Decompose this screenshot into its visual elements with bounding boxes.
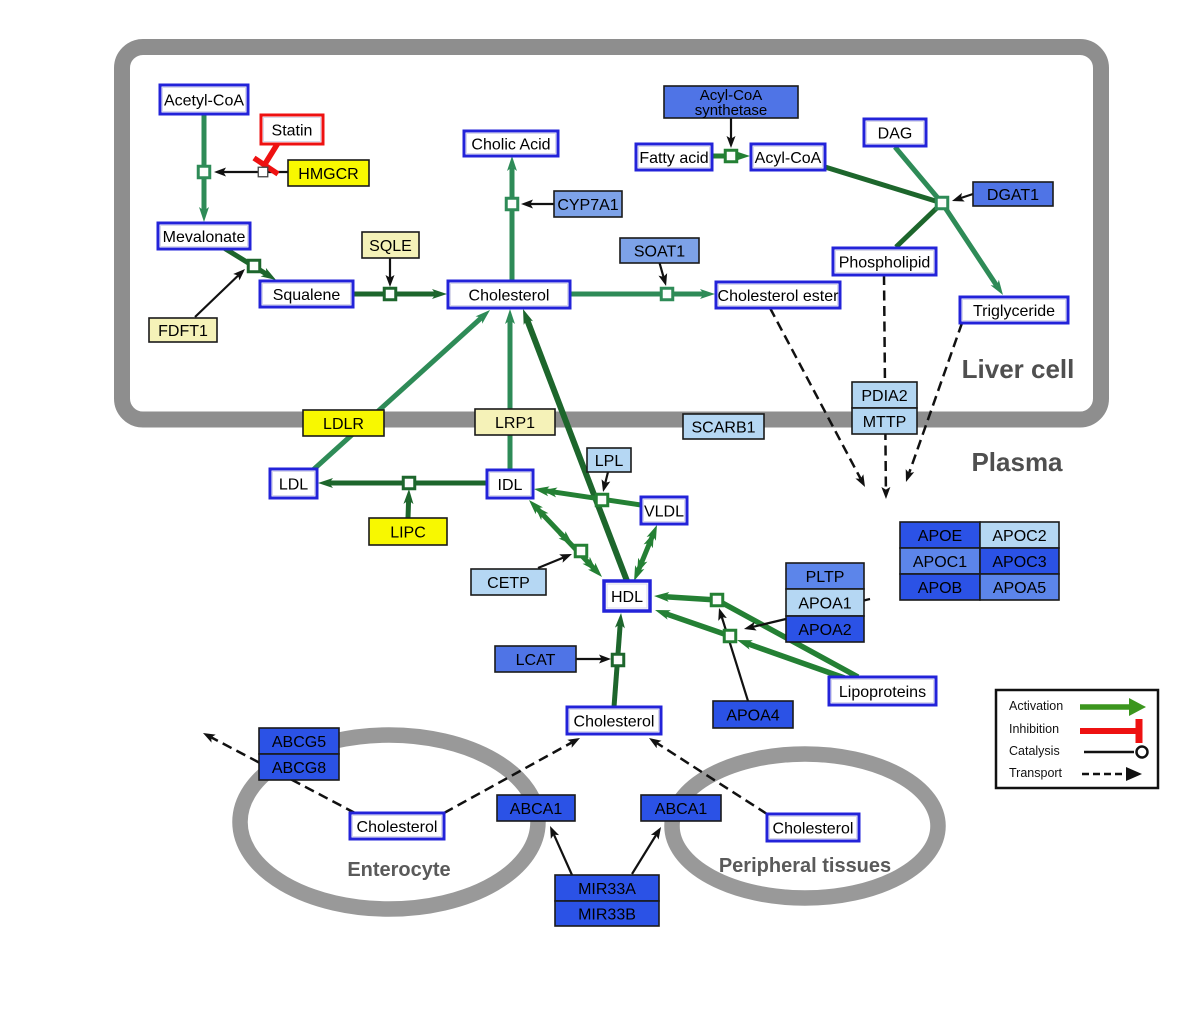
svg-text:Cholesterol: Cholesterol (357, 819, 438, 836)
svg-text:Transport: Transport (1009, 766, 1063, 780)
svg-text:CYP7A1: CYP7A1 (557, 197, 618, 214)
svg-text:Cholesterol: Cholesterol (469, 287, 550, 304)
svg-text:MTTP: MTTP (863, 414, 907, 431)
svg-text:Cholesterol: Cholesterol (773, 820, 854, 837)
svg-text:SQLE: SQLE (369, 238, 412, 255)
svg-text:Liver cell: Liver cell (962, 354, 1075, 384)
svg-text:HDL: HDL (611, 589, 643, 606)
svg-text:APOC2: APOC2 (992, 528, 1046, 545)
svg-text:Inhibition: Inhibition (1009, 722, 1059, 736)
svg-text:APOA1: APOA1 (798, 595, 851, 612)
svg-text:Triglyceride: Triglyceride (973, 303, 1055, 320)
svg-text:ABCG8: ABCG8 (272, 760, 326, 777)
svg-text:LPL: LPL (595, 453, 624, 470)
svg-text:Acyl-CoA: Acyl-CoA (755, 150, 822, 167)
svg-text:SCARB1: SCARB1 (691, 419, 755, 436)
svg-text:HMGCR: HMGCR (298, 166, 358, 183)
svg-text:FDFT1: FDFT1 (158, 323, 208, 340)
svg-text:LIPC: LIPC (390, 524, 426, 541)
svg-text:LDL: LDL (279, 476, 308, 493)
svg-text:APOC1: APOC1 (913, 554, 967, 571)
svg-text:ABCA1: ABCA1 (510, 801, 563, 818)
svg-text:IDL: IDL (498, 477, 523, 494)
svg-text:LCAT: LCAT (516, 652, 556, 669)
svg-text:Acetyl-CoA: Acetyl-CoA (164, 92, 244, 109)
svg-text:PDIA2: PDIA2 (861, 388, 907, 405)
svg-text:Plasma: Plasma (971, 447, 1063, 477)
svg-text:Mevalonate: Mevalonate (163, 229, 246, 246)
svg-text:LRP1: LRP1 (495, 415, 535, 432)
svg-text:Cholic Acid: Cholic Acid (471, 136, 550, 153)
svg-text:Phospholipid: Phospholipid (839, 254, 931, 271)
svg-text:ABCG5: ABCG5 (272, 734, 326, 751)
svg-text:LDLR: LDLR (323, 416, 364, 433)
svg-text:PLTP: PLTP (806, 569, 845, 586)
svg-text:APOA2: APOA2 (798, 622, 851, 639)
svg-text:DGAT1: DGAT1 (987, 187, 1039, 204)
svg-text:Catalysis: Catalysis (1009, 744, 1060, 758)
svg-text:APOA4: APOA4 (726, 707, 779, 724)
svg-text:Cholesterol ester: Cholesterol ester (718, 288, 840, 305)
svg-text:Acyl-CoA: Acyl-CoA (700, 87, 763, 104)
svg-text:Lipoproteins: Lipoproteins (839, 684, 926, 701)
svg-text:MIR33B: MIR33B (578, 906, 636, 923)
svg-text:APOA5: APOA5 (993, 580, 1046, 597)
svg-text:Cholesterol: Cholesterol (574, 713, 655, 730)
svg-text:Activation: Activation (1009, 699, 1063, 713)
svg-text:DAG: DAG (878, 125, 913, 142)
svg-text:Statin: Statin (272, 122, 313, 139)
svg-text:CETP: CETP (487, 575, 530, 592)
svg-text:MIR33A: MIR33A (578, 881, 636, 898)
svg-text:Squalene: Squalene (273, 287, 341, 304)
svg-text:APOE: APOE (918, 528, 962, 545)
svg-text:Peripheral tissues: Peripheral tissues (719, 855, 891, 877)
svg-text:SOAT1: SOAT1 (634, 243, 685, 260)
svg-text:APOC3: APOC3 (992, 554, 1046, 571)
svg-text:Fatty acid: Fatty acid (639, 150, 708, 167)
svg-text:VLDL: VLDL (644, 503, 684, 520)
svg-text:APOB: APOB (918, 580, 962, 597)
svg-text:synthetase: synthetase (695, 102, 768, 119)
svg-text:ABCA1: ABCA1 (655, 801, 708, 818)
svg-text:Enterocyte: Enterocyte (347, 859, 450, 881)
